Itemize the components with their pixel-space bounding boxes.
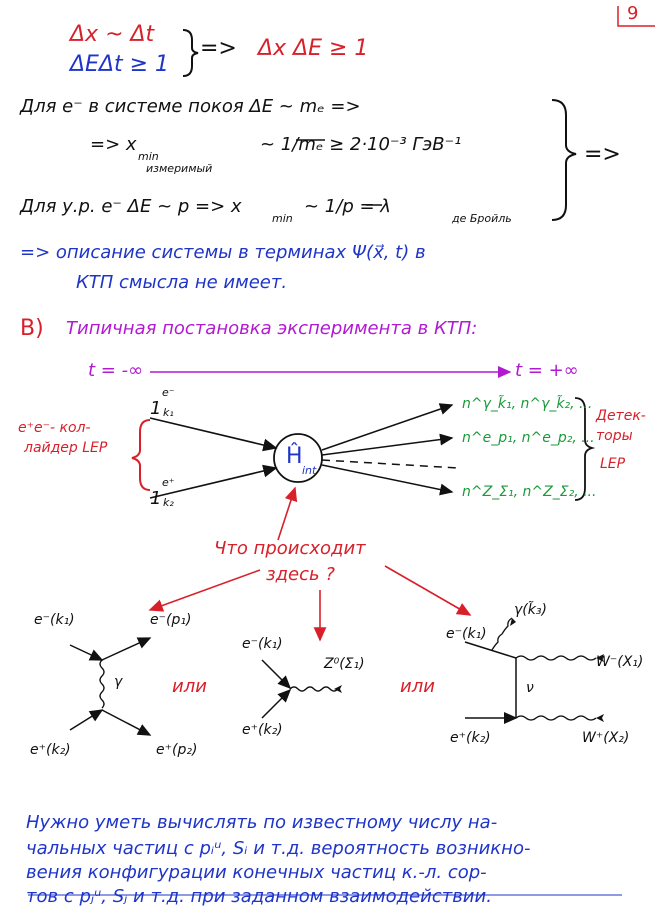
incoming-positron-sub: k₂ [163, 496, 174, 509]
question-arrow-right [384, 565, 472, 616]
output-row-z: n^Z_Σ₁, n^Z_Σ₂, ... [462, 484, 597, 500]
rest-line-3-sub-min: min [272, 212, 293, 225]
question-arrow-up [277, 486, 298, 541]
detector-label-2: торы [596, 428, 633, 444]
diagram3-bottom-left: e⁺(k₂) [450, 730, 491, 746]
summary-line-1: Нужно уметь вычислять по известному числ… [26, 812, 498, 833]
top-relation-2: ΔEΔt ≥ 1 [70, 52, 170, 77]
or-separator-1: или [172, 676, 207, 697]
diagram3-neutrino: ν [526, 680, 534, 696]
incoming-electron-line [149, 417, 278, 452]
summary-line-4: тов с pⱼᵘ, Sⱼ и т.д. при заданном взаимо… [26, 886, 492, 907]
question-arrow-left [148, 569, 261, 612]
diagram3-photon: γ(k̃₃) [514, 602, 547, 618]
hamiltonian-sub: int [302, 464, 317, 477]
detector-label-3: LEP [600, 456, 626, 472]
diagram2-z-boson: Z⁰(Σ₁) [324, 656, 365, 672]
incoming-positron-state: 1 [150, 488, 162, 509]
rest-line-3: Для у.р. e⁻ ΔE ~ p => x [20, 196, 242, 217]
collider-brace [131, 419, 151, 491]
rest-line-3-sub-de-broglie: де Бройль [452, 212, 512, 225]
conclusion-line-2: КТП смысла не имеет. [76, 272, 288, 293]
incoming-electron-state: 1 [150, 398, 162, 419]
outgoing-line-4 [321, 464, 454, 496]
incoming-positron-line [149, 464, 278, 499]
diagram3-top-left: e⁻(k₁) [446, 626, 487, 642]
summary-line-3: вения конфигурации конечных частиц к.-л.… [26, 862, 487, 883]
question-line-1: Что происходит [214, 538, 366, 559]
rest-line-2a: => x [90, 134, 137, 155]
top-result: Δx ΔE ≥ 1 [258, 36, 369, 61]
diagram3-w-minus: W⁻(X₁) [596, 654, 644, 670]
rest-line-1: Для e⁻ в системе покоя ΔE ~ mₑ => [20, 96, 361, 117]
page-number-box [617, 6, 655, 27]
top-relation-1: Δx ~ Δt [70, 22, 155, 47]
summary-line-2: чальных частиц с pᵢᵘ, Sᵢ и т.д. вероятно… [26, 838, 531, 859]
rest-line-2-sub-measurable: измеримый [146, 162, 213, 175]
feynman-diagram-2 [261, 659, 342, 719]
collider-label-1: e⁺e⁻- кол- [18, 420, 91, 436]
diagram1-photon: γ [114, 674, 123, 690]
collider-label-2: лайдер LEP [24, 440, 108, 456]
rest-brace [551, 99, 577, 221]
question-line-2: здесь ? [266, 564, 335, 585]
diagram1-bottom-left: e⁺(k₂) [30, 742, 71, 758]
rest-implies: => [584, 142, 621, 167]
diagram1-bottom-right: e⁺(p₂) [156, 742, 198, 758]
section-b-label: B) [20, 316, 44, 341]
rest-line-2b: ~ 1/mₑ ≥ 2·10⁻³ ГэВ⁻¹ [260, 134, 462, 155]
feynman-diagram-3 [464, 617, 604, 724]
rest-line-2-sub-min: min [138, 150, 159, 163]
output-row-electrons: n^e_p₁, n^e_p₂, ... [462, 430, 595, 446]
incoming-positron-sup: e⁺ [162, 476, 175, 489]
or-separator-2: или [400, 676, 435, 697]
time-start-label: t = -∞ [88, 360, 144, 381]
conclusion-line-1: => описание системы в терминах Ψ(x⃗, t) … [20, 242, 426, 263]
rest-line-3b: ~ 1/p = λ [304, 196, 391, 217]
interaction-circle [273, 433, 323, 483]
outgoing-line-1 [321, 403, 454, 451]
diagram3-w-plus: W⁺(X₂) [582, 730, 630, 746]
top-implies: => [200, 36, 237, 61]
hamiltonian-symbol: Ĥ [286, 444, 303, 469]
page-number: 9 [627, 3, 639, 24]
incoming-electron-sub: k₁ [163, 406, 174, 419]
time-end-label: t = +∞ [515, 360, 579, 381]
detector-brace [574, 397, 596, 501]
incoming-electron-sup: e⁻ [162, 386, 175, 399]
outgoing-line-3 [321, 459, 459, 469]
top-brace [182, 29, 199, 77]
outgoing-line-2 [321, 433, 454, 456]
output-row-photons: n^γ_k̃₁, n^γ_k̃₂, ... [462, 396, 593, 412]
detector-label-1: Детек- [596, 408, 646, 424]
diagram2-top-left: e⁻(k₁) [242, 636, 283, 652]
diagram2-bottom-left: e⁺(k₂) [242, 722, 283, 738]
section-b-title: Типичная постановка эксперимента в КТП: [66, 318, 478, 339]
diagram1-top-right: e⁻(p₁) [150, 612, 192, 628]
diagram1-top-left: e⁻(k₁) [34, 612, 75, 628]
feynman-diagram-1 [69, 637, 152, 736]
